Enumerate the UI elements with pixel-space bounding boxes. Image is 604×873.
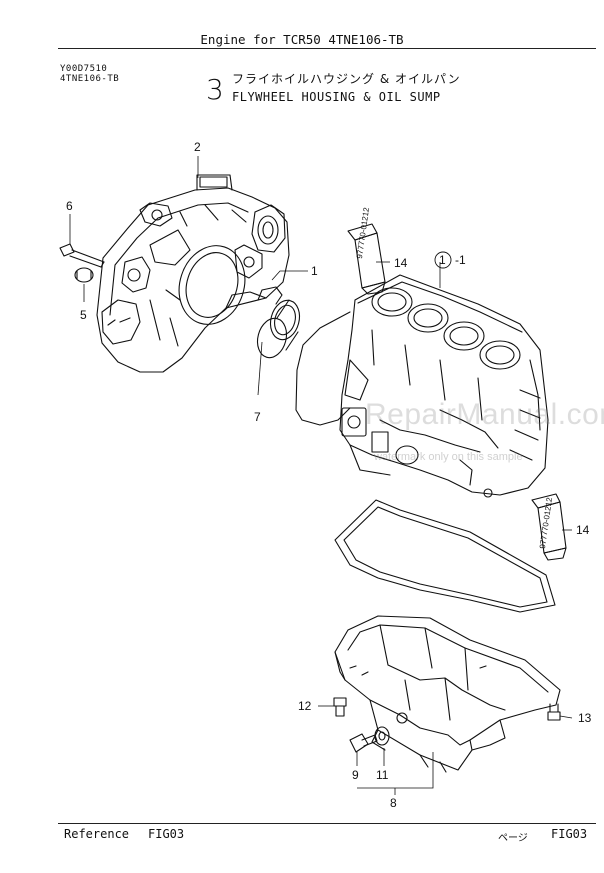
callout-1-suffix: -1 xyxy=(455,253,466,267)
callout-6: 6 xyxy=(66,199,73,213)
cylinder-block xyxy=(339,274,549,498)
callout-8: 8 xyxy=(390,796,397,810)
callout-5: 5 xyxy=(80,308,87,322)
engine-code: 4TNE106-TB xyxy=(60,74,120,84)
footer-rule xyxy=(58,823,596,824)
model-code: Y00D7510 xyxy=(60,64,108,74)
callout-1: 1 xyxy=(311,264,318,278)
footer-page-label: ページ xyxy=(498,833,528,844)
callout-12: 12 xyxy=(298,699,312,713)
bolt-13 xyxy=(547,703,561,721)
callout-1-circled: 1 xyxy=(439,253,446,267)
oil-seal-7 xyxy=(256,299,301,359)
header-rule xyxy=(58,48,596,49)
footer-reference-value: FIG03 xyxy=(148,827,185,841)
oil-pan xyxy=(334,615,561,773)
figure-title-jp: フライホイルハウジング & オイルパン xyxy=(232,72,461,86)
washer-11 xyxy=(374,726,390,746)
callout-7: 7 xyxy=(254,410,261,424)
leader-7 xyxy=(257,341,263,396)
callout-13: 13 xyxy=(578,711,592,725)
callout-1-circle xyxy=(434,251,452,269)
bolt-6 xyxy=(59,243,105,268)
sealant-tube-upper xyxy=(347,223,386,295)
watermark-subtext: watermark only on this sample xyxy=(374,451,523,463)
leader-13 xyxy=(559,715,573,719)
oil-pan-gasket xyxy=(334,499,556,613)
watermark: RepairManual.com xyxy=(365,398,604,431)
callout-14-lower: 14 xyxy=(576,523,590,537)
sealant-tube-lower xyxy=(531,493,567,561)
drain-plug-9 xyxy=(349,733,378,753)
callout-9: 9 xyxy=(352,768,359,782)
flywheel-housing xyxy=(96,174,290,373)
leader-8-bracket xyxy=(357,752,434,789)
callout-2: 2 xyxy=(194,140,201,154)
leader-1 xyxy=(271,270,308,281)
callout-11: 11 xyxy=(376,768,389,782)
figure-title-en: FLYWHEEL HOUSING & OIL SUMP xyxy=(232,90,441,104)
footer-reference-label: Reference xyxy=(64,827,130,841)
plug-5 xyxy=(74,267,94,283)
footer-page-value: FIG03 xyxy=(551,827,588,841)
figure-number: 3 xyxy=(206,73,224,106)
callout-14-upper: 14 xyxy=(394,256,408,270)
page-title: Engine for TCR50 4TNE106-TB xyxy=(200,32,404,47)
bolt-12 xyxy=(333,697,347,717)
